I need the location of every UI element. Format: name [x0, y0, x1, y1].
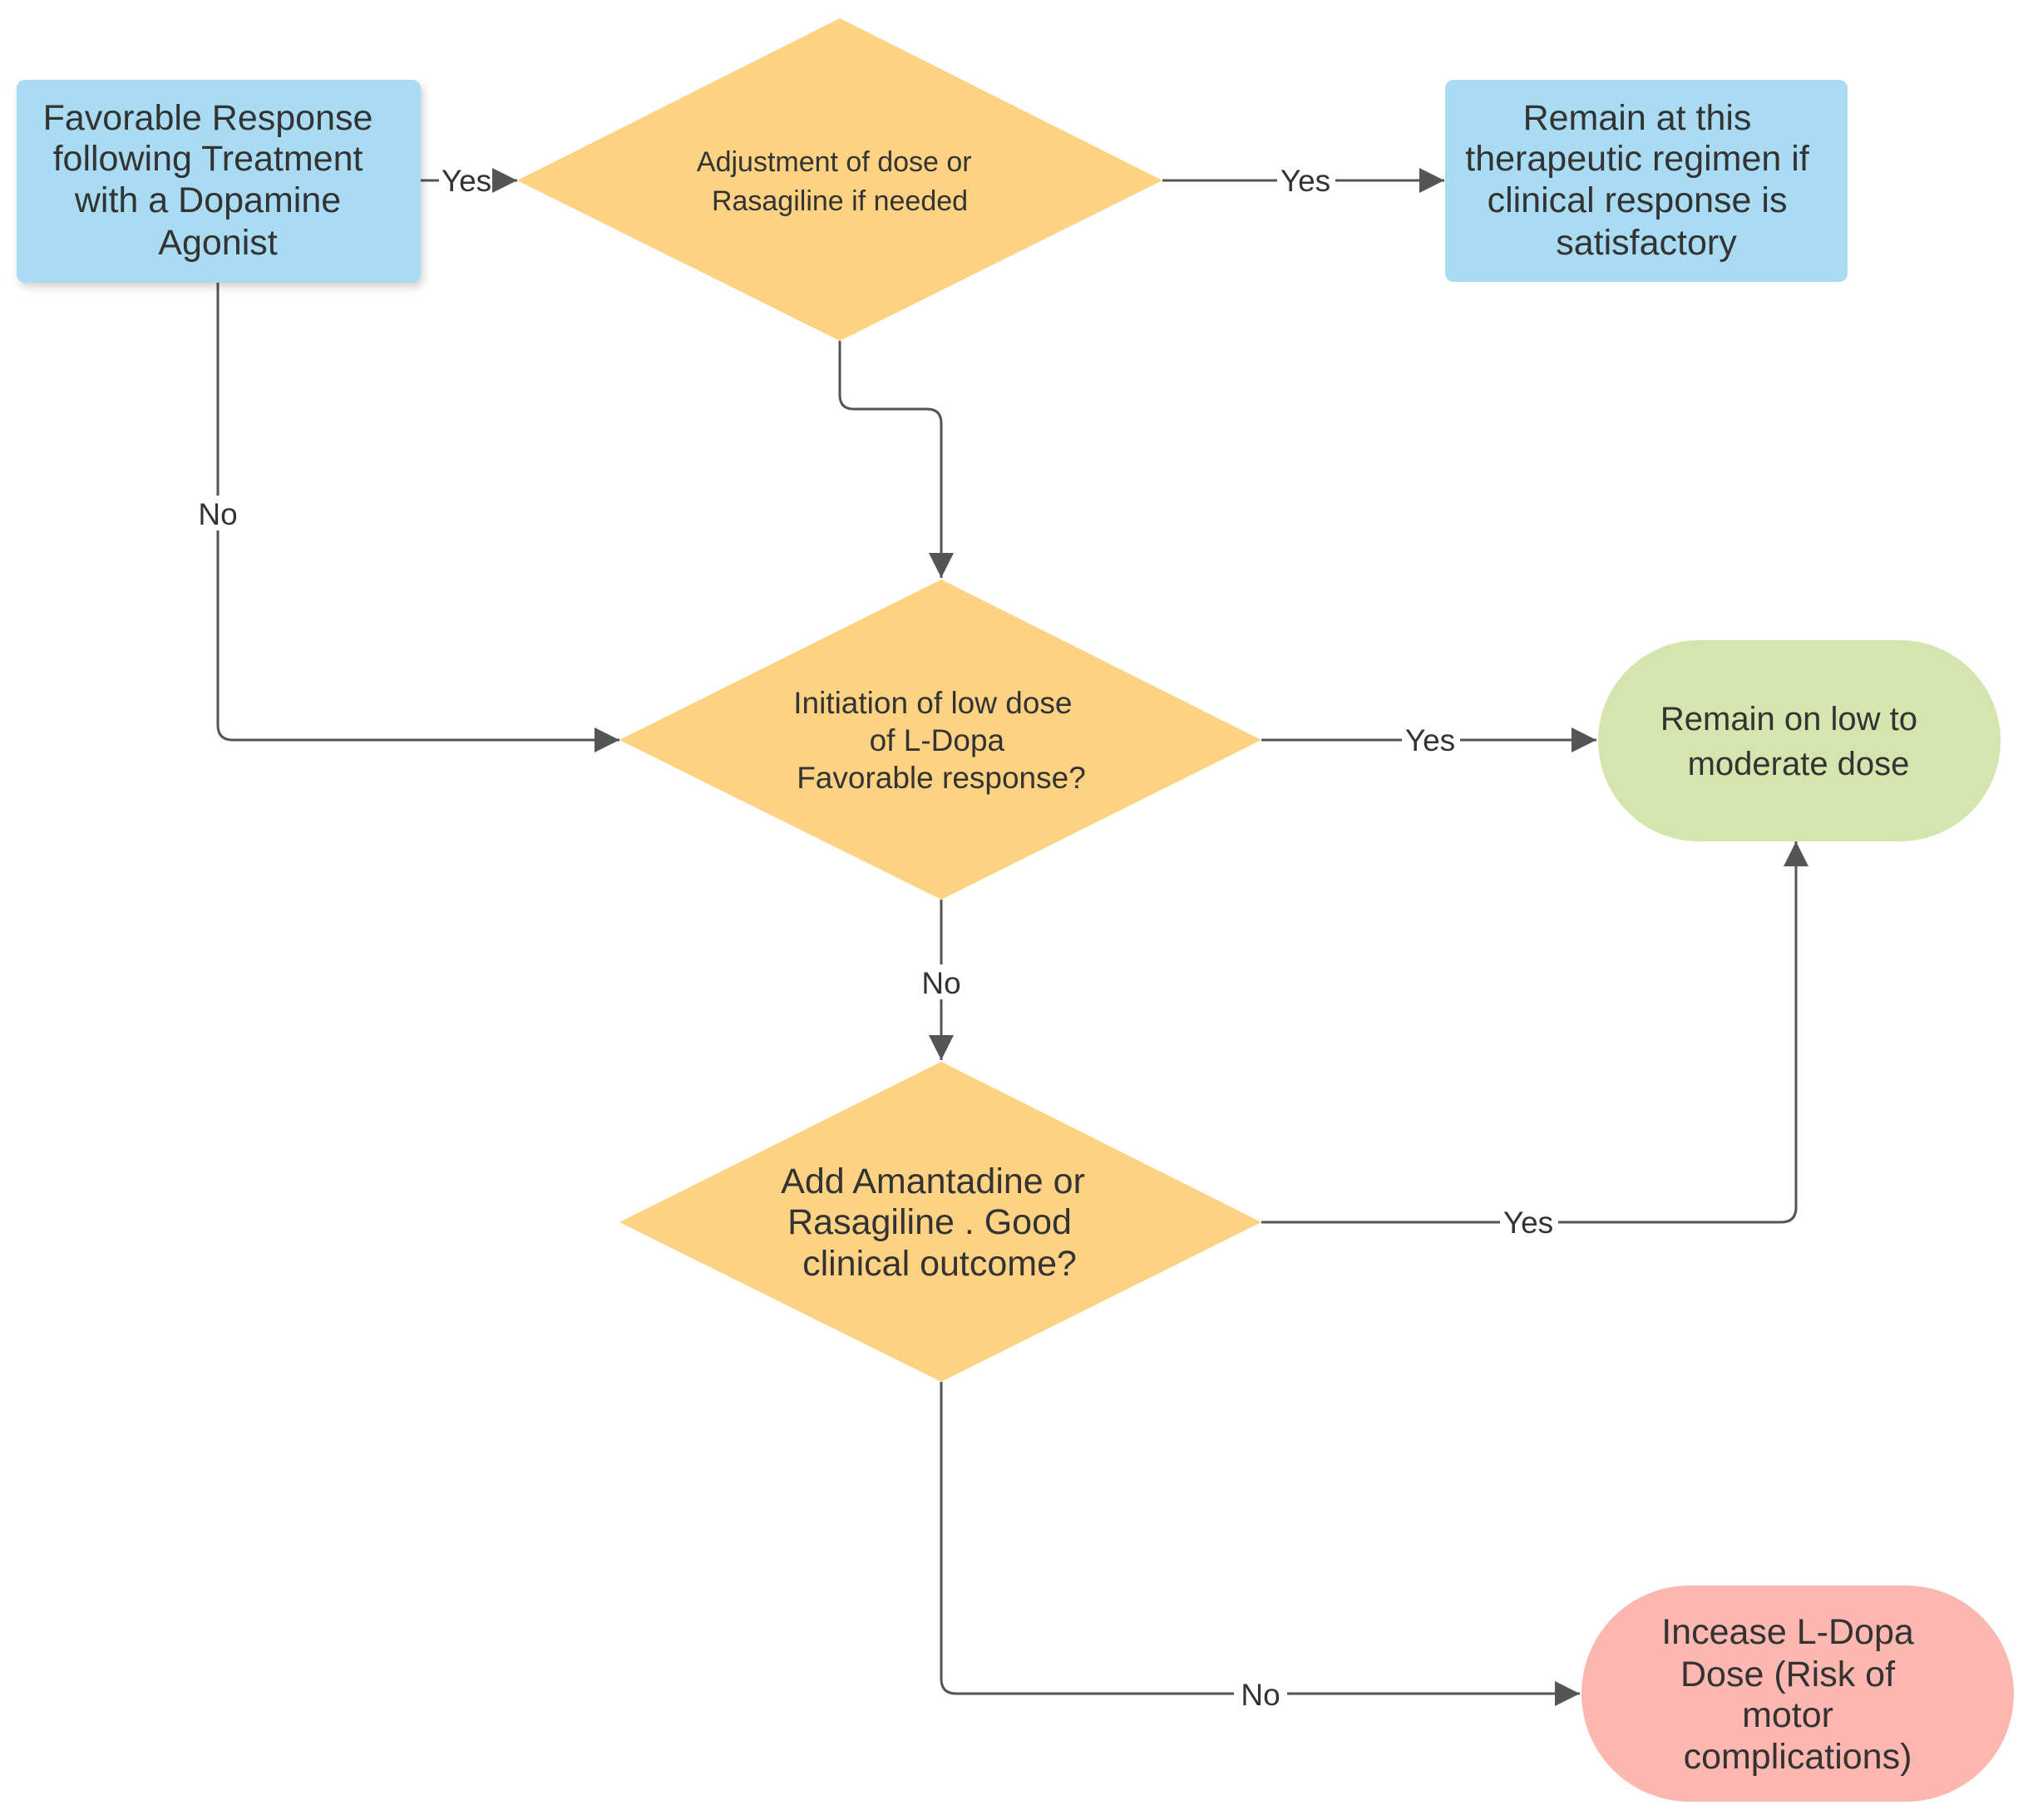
- text-line: Incease L-Dopa: [1661, 1612, 1914, 1652]
- text-line: Favorable response?: [797, 761, 1086, 795]
- node-start: Favorable Response following Treatment w…: [17, 80, 421, 283]
- label-background: [1277, 164, 1335, 197]
- node-remain-regimen: Remain at this therapeutic regimen if cl…: [1445, 80, 1848, 282]
- text-line: Remain on low to: [1660, 701, 1917, 737]
- text-line: therapeutic regimen if: [1465, 139, 1810, 179]
- edge-adjust-to-regimen: Yes: [1162, 164, 1444, 198]
- node-text: Add Amantadine or Rasagiline . Good clin…: [781, 1162, 1095, 1284]
- decision-adjust: Adjustment of dose or Rasagiline if need…: [517, 18, 1162, 341]
- edge-amantadine-to-low: Yes: [1261, 841, 1808, 1240]
- text-line: Remain at this: [1523, 98, 1752, 138]
- decision-ldopa: Initiation of low dose of L-Dopa Favorab…: [619, 580, 1261, 900]
- node-text: Remain at this therapeutic regimen if cl…: [1465, 98, 1818, 263]
- edge-label-yes: Yes: [1503, 1206, 1553, 1240]
- node-text: Adjustment of dose or Rasagiline if need…: [697, 146, 979, 217]
- edge-label-yes: Yes: [1405, 723, 1455, 757]
- edge-start-to-adjust: Yes: [421, 164, 517, 198]
- connector-line: [216, 283, 619, 752]
- text-line: complications): [1684, 1737, 1912, 1777]
- text-line: Rasagiline . Good: [787, 1202, 1072, 1242]
- label-background: [191, 496, 244, 530]
- label-background: [915, 964, 968, 999]
- node-text: Initiation of low dose of L-Dopa Favorab…: [793, 686, 1086, 795]
- label-background: [1234, 1676, 1287, 1711]
- edge-ldopa-to-low: Yes: [1261, 723, 1596, 757]
- connector-line: [1261, 841, 1808, 1224]
- terminal-increase: Incease L-Dopa Dose (Risk of motor compl…: [1581, 1586, 2014, 1802]
- label-background: [1500, 1206, 1558, 1239]
- decision-diamond: [619, 580, 1261, 900]
- edge-label-yes: Yes: [1280, 164, 1330, 198]
- text-line: satisfactory: [1556, 223, 1737, 263]
- edge-label-no: No: [198, 497, 237, 531]
- node-text: Incease L-Dopa Dose (Risk of motor compl…: [1661, 1612, 1924, 1777]
- text-line: clinical outcome?: [802, 1244, 1077, 1284]
- text-line: motor: [1742, 1695, 1833, 1735]
- edge-ldopa-to-amantadine: No: [915, 900, 968, 1060]
- label-background: [1402, 723, 1460, 757]
- edge-label-yes: Yes: [442, 164, 491, 198]
- process-box: [1445, 80, 1848, 282]
- text-line: clinical response is: [1488, 180, 1788, 220]
- text-line: Rasagiline if needed: [712, 185, 968, 217]
- text-line: moderate dose: [1688, 746, 1910, 782]
- edge-adjust-to-ldopa: [838, 341, 954, 578]
- text-line: Initiation of low dose: [793, 686, 1072, 720]
- edge-label-no: No: [1241, 1678, 1280, 1712]
- process-box: [17, 80, 421, 283]
- terminal-pill: [1581, 1586, 2014, 1802]
- edge-start-to-ldopa: No: [191, 283, 619, 752]
- label-background: [439, 164, 492, 197]
- edge-label-no: No: [921, 966, 960, 1000]
- text-line: Add Amantadine or: [781, 1162, 1085, 1201]
- text-line: with a Dopamine: [74, 180, 341, 220]
- connector-line: [940, 1382, 1580, 1706]
- text-line: following Treatment: [53, 139, 363, 179]
- connector-line: [838, 341, 954, 578]
- text-line: Adjustment of dose or: [697, 146, 972, 178]
- terminal-pill: [1598, 640, 2001, 841]
- text-line: Agonist: [158, 223, 277, 263]
- node-text: Favorable Response following Treatment w…: [43, 98, 383, 263]
- text-line: Favorable Response: [43, 98, 373, 138]
- text-line: Dose (Risk of: [1680, 1655, 1896, 1694]
- decision-amantadine: Add Amantadine or Rasagiline . Good clin…: [619, 1062, 1261, 1382]
- decision-diamond: [619, 1062, 1261, 1382]
- node-text: Remain on low to moderate dose: [1660, 701, 1927, 782]
- decision-diamond: [517, 18, 1162, 341]
- terminal-remain-low: Remain on low to moderate dose: [1598, 640, 2001, 841]
- edge-amantadine-to-increase: No: [940, 1382, 1580, 1712]
- text-line: of L-Dopa: [870, 723, 1005, 757]
